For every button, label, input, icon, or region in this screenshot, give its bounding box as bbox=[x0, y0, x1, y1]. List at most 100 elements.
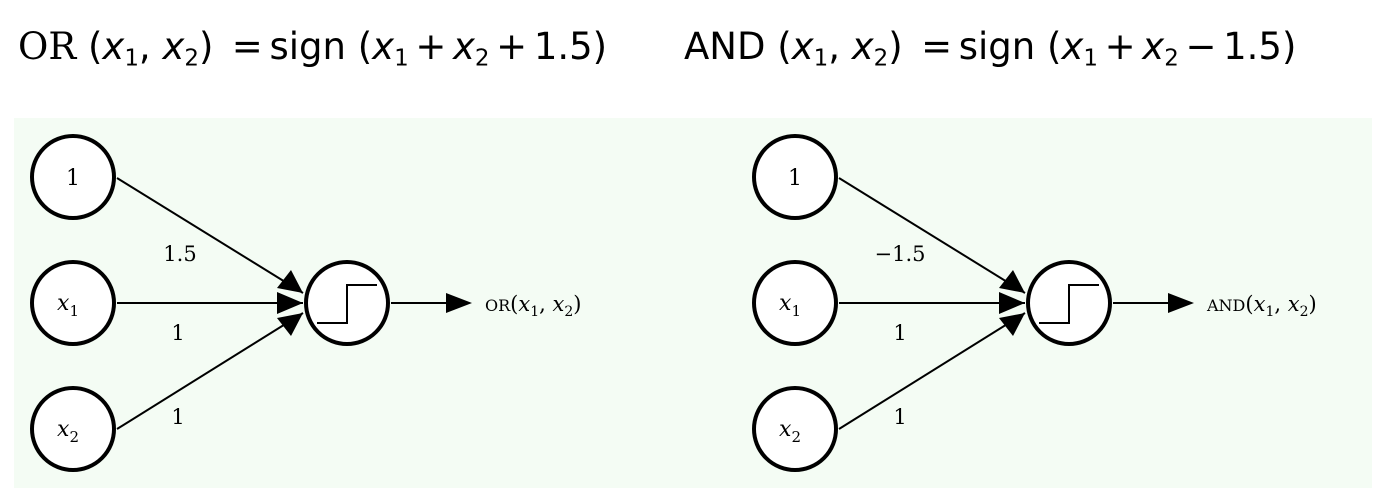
or-output-close: ) bbox=[573, 292, 581, 316]
and-formula-arg1: x bbox=[791, 25, 814, 68]
and-input-bias-node: 1 bbox=[752, 134, 838, 220]
or-input-x2-sub: 2 bbox=[69, 428, 79, 446]
and-output-label: AND(x1, x2) bbox=[1206, 292, 1317, 320]
and-formula-const: 1.5 bbox=[1223, 25, 1282, 68]
or-input-x1-label: x bbox=[57, 291, 70, 316]
and-arrowhead-x2 bbox=[999, 313, 1025, 336]
and-formula-sign: sign bbox=[958, 25, 1036, 68]
or-formula-term2-sub: 2 bbox=[474, 45, 490, 72]
and-input-x2-sub: 2 bbox=[791, 428, 801, 446]
and-input-x2-node: x2 bbox=[752, 386, 838, 472]
and-formula: AND (x1, x2) =sign (x1+x2−1.5) bbox=[684, 28, 1296, 70]
or-step-unit bbox=[304, 260, 390, 346]
svg-text:x2: x2 bbox=[57, 417, 79, 446]
and-weight-x1: 1 bbox=[893, 321, 906, 345]
and-input-x2-label: x bbox=[779, 417, 792, 442]
and-output-open: ( bbox=[1245, 292, 1253, 316]
and-input-x1-node: x1 bbox=[752, 260, 838, 346]
svg-text:x1: x1 bbox=[779, 291, 801, 320]
or-formula-sign: sign bbox=[269, 25, 346, 68]
or-formula-arg2-sub: 2 bbox=[184, 45, 199, 72]
or-output-name: OR bbox=[485, 296, 511, 315]
and-output-sub2: 2 bbox=[1300, 304, 1309, 320]
and-formula-arg1-sub: 1 bbox=[813, 45, 829, 72]
and-formula-name: AND bbox=[684, 25, 766, 68]
or-formula-equals: = bbox=[231, 25, 263, 68]
or-output-comma: , bbox=[539, 292, 552, 316]
or-formula-paren: ( bbox=[76, 25, 103, 68]
and-output-var2: x bbox=[1288, 292, 1300, 316]
or-formula-open: ( bbox=[345, 25, 373, 68]
and-output-sub1: 1 bbox=[1265, 304, 1274, 320]
and-output-name: AND bbox=[1206, 296, 1245, 315]
or-formula-close: ) bbox=[592, 25, 608, 68]
and-network: 1 x1 x2 −1.5 1 1 AND(x1, bbox=[752, 134, 1317, 472]
and-input-x1-sub: 1 bbox=[791, 302, 801, 320]
and-formula-term1: x bbox=[1061, 25, 1084, 68]
step-function-icon bbox=[317, 284, 377, 324]
or-formula-plus: + bbox=[415, 25, 447, 68]
or-formula-op2: + bbox=[496, 25, 528, 68]
and-formula-plus: + bbox=[1104, 25, 1136, 68]
and-formula-paren-close: ) bbox=[888, 25, 915, 68]
or-output-open: ( bbox=[510, 292, 518, 316]
and-formula-term2-sub: 2 bbox=[1164, 45, 1179, 72]
and-arrowhead-x1 bbox=[999, 292, 1025, 314]
or-output-arrowhead bbox=[446, 293, 472, 313]
and-edge-x2 bbox=[838, 312, 1026, 430]
or-formula-const: 1.5 bbox=[533, 25, 593, 68]
svg-text:x2: x2 bbox=[779, 417, 801, 446]
svg-text:x1: x1 bbox=[57, 291, 79, 320]
or-formula-comma: , bbox=[138, 25, 163, 68]
or-input-bias-label: 1 bbox=[66, 166, 80, 191]
and-formula-equals: = bbox=[921, 25, 953, 68]
or-output-sub2: 2 bbox=[564, 304, 573, 320]
and-input-bias-label: 1 bbox=[788, 166, 802, 191]
or-network: 1 x1 x2 1.5 1 1 OR(x1, x2 bbox=[30, 134, 581, 472]
or-output-var2: x bbox=[553, 292, 565, 316]
and-formula-comma: , bbox=[828, 25, 852, 68]
or-arrowhead-x2 bbox=[277, 313, 303, 336]
or-weight-x2: 1 bbox=[171, 405, 184, 429]
and-output-arrowhead bbox=[1168, 293, 1194, 313]
and-formula-op2: − bbox=[1185, 25, 1217, 68]
and-step-unit bbox=[1026, 260, 1112, 346]
or-formula-name: OR bbox=[18, 25, 77, 68]
and-output-comma: , bbox=[1274, 292, 1287, 316]
and-formula-term1-sub: 1 bbox=[1083, 45, 1098, 72]
and-output-close: ) bbox=[1308, 292, 1316, 316]
step-function-icon bbox=[1039, 284, 1099, 324]
or-formula-arg1-sub: 1 bbox=[124, 45, 139, 72]
or-input-bias-node: 1 bbox=[30, 134, 116, 220]
or-output-sub1: 1 bbox=[530, 304, 539, 320]
or-weight-x1: 1 bbox=[171, 321, 184, 345]
and-formula-arg2-sub: 2 bbox=[873, 45, 889, 72]
or-formula-arg2: x bbox=[162, 25, 185, 68]
or-input-x1-sub: 1 bbox=[69, 302, 79, 320]
or-arrowhead-bias bbox=[277, 270, 303, 293]
or-formula-arg1: x bbox=[102, 25, 125, 68]
and-input-x1-label: x bbox=[779, 291, 792, 316]
or-formula-term2: x bbox=[453, 25, 475, 68]
or-input-x1-node: x1 bbox=[30, 260, 116, 346]
and-edge-bias bbox=[838, 177, 1026, 294]
or-input-x2-node: x2 bbox=[30, 386, 116, 472]
or-weight-bias: 1.5 bbox=[163, 242, 196, 266]
and-formula-term2: x bbox=[1142, 25, 1165, 68]
or-formula: OR (x1, x2) =sign (x1+x2+1.5) bbox=[18, 28, 607, 70]
or-arrowhead-x1 bbox=[277, 292, 303, 314]
and-formula-open: ( bbox=[1035, 25, 1062, 68]
and-formula-arg2: x bbox=[851, 25, 874, 68]
and-output-var1: x bbox=[1254, 292, 1266, 316]
and-formula-close: ) bbox=[1281, 25, 1297, 68]
and-formula-paren: ( bbox=[765, 25, 792, 68]
or-edge-bias bbox=[116, 177, 304, 294]
and-weight-bias: −1.5 bbox=[875, 242, 926, 266]
or-output-var1: x bbox=[518, 292, 530, 316]
or-formula-term1-sub: 1 bbox=[394, 45, 409, 72]
or-edge-x2 bbox=[116, 312, 304, 430]
or-formula-paren-close: ) bbox=[198, 25, 226, 68]
and-weight-x2: 1 bbox=[893, 405, 906, 429]
or-formula-term1: x bbox=[372, 25, 395, 68]
